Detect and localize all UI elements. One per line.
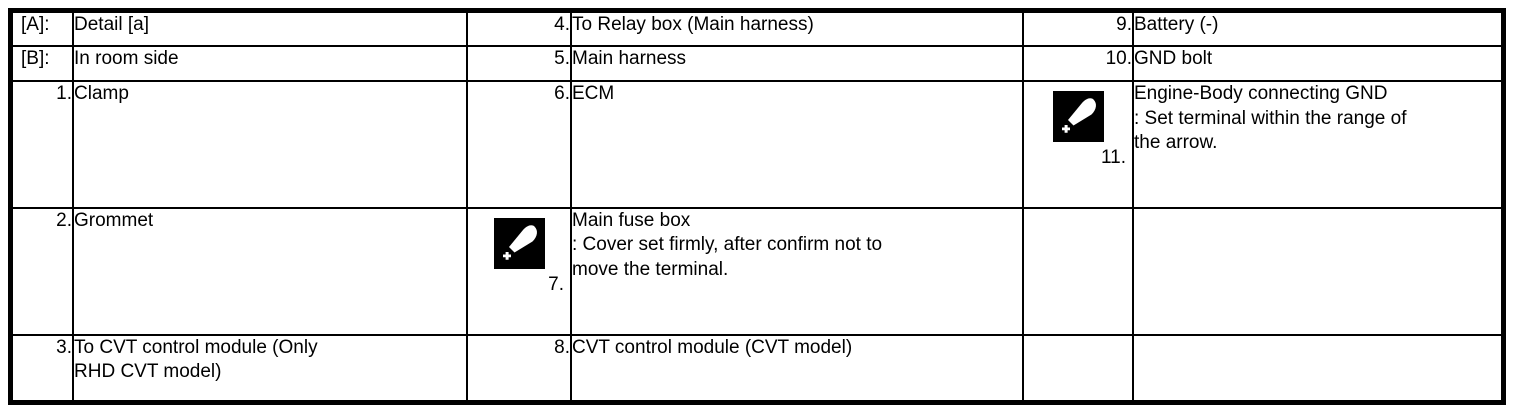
item-description-cell-middle-5: CVT control module (CVT model) [570, 333, 1024, 400]
item-number: 9. [1116, 14, 1132, 35]
item-description-cell-right-1: Battery (-) [1132, 13, 1501, 48]
description-line: Battery (-) [1134, 14, 1219, 35]
item-description-cell-middle-1: To Relay box (Main harness) [570, 13, 1024, 48]
item-number-cell-middle-5: 8. [466, 333, 572, 400]
icon-number-stack: 7. [468, 217, 570, 298]
description-line: GND bolt [1134, 48, 1213, 70]
item-description-cell-right-5 [1132, 333, 1501, 400]
item-number: 10. [1105, 48, 1132, 70]
item-number-cell-right-2: 10. [1022, 45, 1134, 82]
description-line: : Cover set firmly, after confirm not to [572, 234, 883, 256]
item-number-cell-right-4 [1022, 206, 1134, 336]
item-number: 8. [554, 336, 570, 358]
item-number-cell-left-1: [A]: [13, 13, 74, 48]
item-description-cell-left-4: Grommet [72, 206, 468, 336]
item-number: [B]: [21, 48, 50, 70]
table-row: 1.Clamp 6.ECM 11. Engine-Body connecting GN… [13, 79, 1501, 209]
item-description-cell-middle-2: Main harness [570, 45, 1024, 82]
item-description-cell-left-3: Clamp [72, 79, 468, 209]
item-description-cell-right-2: GND bolt [1132, 45, 1501, 82]
item-number-cell-right-1: 9. [1022, 13, 1134, 48]
item-number: 1. [56, 82, 72, 104]
description-line: CVT control module (CVT model) [572, 336, 853, 358]
description-line: Main fuse box [572, 209, 691, 231]
item-number-cell-left-4: 2. [13, 206, 74, 336]
item-number-cell-left-3: 1. [13, 79, 74, 209]
item-number: 3. [56, 336, 72, 358]
item-number-cell-middle-4: 7. [466, 206, 572, 336]
item-number-cell-left-5: 3. [13, 333, 74, 400]
item-number-cell-middle-3: 6. [466, 79, 572, 209]
item-number: 4. [554, 14, 570, 35]
item-description-cell-middle-3: ECM [570, 79, 1024, 209]
item-description-cell-right-4 [1132, 206, 1501, 336]
description-line: To CVT control module (Only [74, 336, 318, 358]
legend-grid: [A]: Detail [a] 4.To Relay box (Main harne… [13, 13, 1501, 400]
description-line: RHD CVT model) [74, 361, 222, 383]
table-row: 2.Grommet 7. Main fuse box : Cover set firm… [13, 206, 1501, 336]
item-description-cell-left-2: In room side [72, 45, 468, 82]
description-line: Grommet [74, 209, 154, 231]
description-line: In room side [74, 48, 179, 70]
parts-legend-table: [A]: Detail [a] 4.To Relay box (Main harne… [8, 8, 1506, 405]
description-line: Detail [a] [74, 14, 149, 35]
item-number: 5. [554, 48, 570, 70]
item-description-cell-right-3: Engine-Body connecting GND : Set terminal… [1132, 79, 1501, 209]
arrow-range-icon [493, 217, 545, 269]
description-line: : Set terminal within the range of [1134, 107, 1407, 129]
description-line: move the terminal. [572, 259, 729, 281]
legend-body: [A]: Detail [a] 4.To Relay box (Main harne… [13, 13, 1501, 400]
item-number: 6. [554, 82, 570, 104]
description-line: Main harness [572, 48, 687, 70]
table-row: [A]: Detail [a] 4.To Relay box (Main harne… [13, 13, 1501, 48]
item-description-cell-middle-4: Main fuse box : Cover set firmly, after c… [570, 206, 1024, 336]
description-line: To Relay box (Main harness) [572, 14, 814, 35]
item-number-cell-middle-1: 4. [466, 13, 572, 48]
arrow-range-icon [1052, 90, 1104, 142]
description-line: the arrow. [1134, 132, 1218, 154]
icon-number-stack: 11. [1024, 90, 1132, 171]
item-number-cell-left-2: [B]: [13, 45, 74, 82]
item-number: 7. [548, 273, 564, 295]
table-row: [B]: In room side 5.Main harness 10.GND bol… [13, 45, 1501, 82]
item-number: 2. [56, 209, 72, 231]
item-number-cell-right-3: 11. [1022, 79, 1134, 209]
description-line: Engine-Body connecting GND [1134, 82, 1388, 104]
item-number-cell-middle-2: 5. [466, 45, 572, 82]
item-number: 11. [1100, 146, 1126, 168]
item-number: [A]: [21, 14, 50, 35]
item-description-cell-left-1: Detail [a] [72, 13, 468, 48]
item-number-cell-right-5 [1022, 333, 1134, 400]
description-line: ECM [572, 82, 615, 104]
description-line: Clamp [74, 82, 129, 104]
